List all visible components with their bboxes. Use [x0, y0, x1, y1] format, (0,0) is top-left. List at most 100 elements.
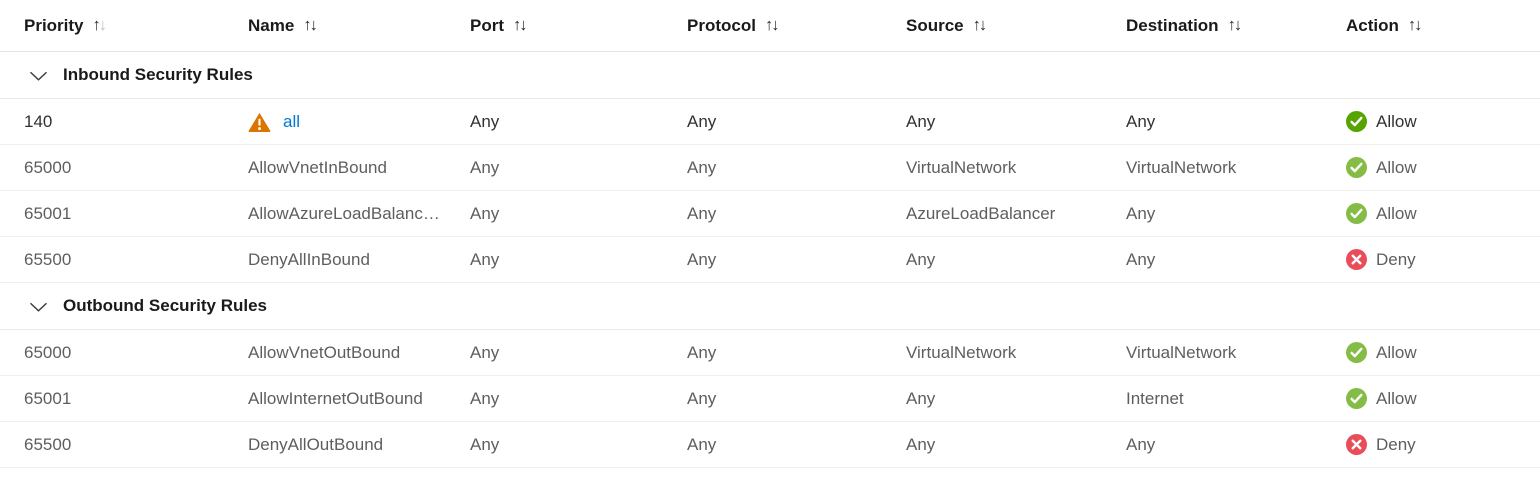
cell-destination: VirtualNetwork — [1126, 342, 1237, 362]
cell-source: Any — [906, 111, 936, 131]
sort-up-icon: ↑ — [303, 16, 312, 34]
cell-port: Any — [470, 249, 500, 269]
cell-priority: 65001 — [24, 388, 72, 408]
column-header-priority[interactable]: Priority ↑↓ — [24, 16, 248, 36]
cell-protocol: Any — [687, 203, 717, 223]
rule-name: AllowAzureLoadBalanc… — [248, 203, 440, 223]
cell-destination: Any — [1126, 249, 1156, 269]
cell-source: Any — [906, 249, 936, 269]
sort-icons: ↑↓ — [93, 16, 108, 35]
allow-icon — [1346, 342, 1367, 363]
cell-protocol: Any — [687, 111, 717, 131]
action-label: Allow — [1376, 388, 1417, 408]
column-header-port[interactable]: Port↑↓ — [470, 16, 687, 36]
cell-port: Any — [470, 388, 500, 408]
action-label: Allow — [1376, 342, 1417, 362]
action-label: Deny — [1376, 434, 1416, 454]
warning-icon — [248, 112, 271, 132]
rule-name: DenyAllInBound — [248, 249, 370, 269]
table-row[interactable]: 65001 AllowInternetOutBound Any Any Any Inter… — [0, 376, 1540, 422]
cell-action: Deny — [1346, 434, 1540, 455]
action-label: Allow — [1376, 203, 1417, 223]
cell-name: AllowVnetOutBound — [248, 343, 470, 363]
cell-protocol: Any — [687, 388, 717, 408]
cell-priority: 65000 — [24, 342, 72, 362]
sort-up-icon: ↑ — [513, 16, 522, 34]
cell-protocol: Any — [687, 157, 717, 177]
cell-source: VirtualNetwork — [906, 342, 1017, 362]
cell-port: Any — [470, 342, 500, 362]
cell-destination: Internet — [1126, 388, 1184, 408]
cell-name: AllowInternetOutBound — [248, 389, 470, 409]
sort-icons: ↑↓ — [513, 16, 528, 35]
cell-port: Any — [470, 111, 500, 131]
sort-down-icon: ↓ — [978, 16, 988, 34]
allow-icon — [1346, 111, 1367, 132]
column-header-action[interactable]: Action↑↓ — [1346, 16, 1540, 36]
sort-icons: ↑↓ — [1408, 16, 1423, 35]
section-header-outbound-security-rules[interactable]: Outbound Security Rules — [0, 283, 1540, 330]
sort-up-icon: ↑ — [1227, 16, 1236, 34]
cell-priority: 65500 — [24, 249, 72, 269]
cell-name: AllowVnetInBound — [248, 158, 470, 178]
section-title: Outbound Security Rules — [63, 296, 268, 315]
security-rules-table: Priority↑↓Name↑↓Port↑↓Protocol↑↓Source↑↓… — [0, 0, 1540, 468]
sort-down-icon: ↓ — [1414, 16, 1423, 34]
rule-name: AllowInternetOutBound — [248, 388, 423, 408]
section-header-inbound-security-rules[interactable]: Inbound Security Rules — [0, 52, 1540, 99]
cell-action: Allow — [1346, 111, 1540, 132]
cell-protocol: Any — [687, 249, 717, 269]
sort-down-icon: ↓ — [1233, 16, 1243, 34]
column-header-name[interactable]: Name ↑↓ — [248, 16, 470, 36]
rule-name: AllowVnetOutBound — [248, 342, 401, 362]
table-row[interactable]: 65500 DenyAllInBound Any Any Any Any Deny — [0, 237, 1540, 283]
cell-port: Any — [470, 434, 500, 454]
cell-source: AzureLoadBalancer — [906, 203, 1056, 223]
rule-name: DenyAllOutBound — [248, 434, 384, 454]
sort-up-icon: ↑ — [764, 16, 774, 34]
allow-icon — [1346, 388, 1367, 409]
column-header-source[interactable]: Source ↑↓ — [906, 16, 1126, 36]
column-header-label: Source — [906, 15, 964, 35]
cell-protocol: Any — [687, 434, 717, 454]
cell-source: Any — [906, 388, 936, 408]
sort-down-icon: ↓ — [309, 16, 318, 34]
sort-up-icon: ↑ — [1407, 16, 1417, 34]
sort-icons: ↑↓ — [303, 16, 318, 35]
rule-name-link[interactable]: all — [283, 111, 301, 131]
column-header-label: Name — [248, 15, 295, 35]
allow-icon — [1346, 157, 1367, 178]
sort-down-icon: ↓ — [519, 16, 528, 34]
cell-action: Allow — [1346, 342, 1540, 363]
cell-action: Deny — [1346, 249, 1540, 270]
action-label: Allow — [1376, 157, 1417, 177]
column-header-label: Protocol — [687, 15, 756, 35]
deny-icon — [1346, 249, 1367, 270]
cell-action: Allow — [1346, 203, 1540, 224]
sort-down-icon: ↓ — [98, 16, 108, 34]
cell-name: DenyAllOutBound — [248, 435, 470, 455]
column-header-label: Destination — [1126, 15, 1219, 35]
cell-name: DenyAllInBound — [248, 250, 470, 270]
cell-port: Any — [470, 203, 500, 223]
cell-port: Any — [470, 157, 500, 177]
sort-up-icon: ↑ — [92, 16, 101, 34]
section-title: Inbound Security Rules — [63, 65, 253, 84]
sort-icons: ↑↓ — [973, 16, 988, 35]
cell-name: all — [248, 112, 470, 132]
table-header-row: Priority↑↓Name↑↓Port↑↓Protocol↑↓Source↑↓… — [0, 0, 1540, 52]
sort-up-icon: ↑ — [972, 16, 981, 34]
column-header-destination[interactable]: Destination ↑↓ — [1126, 16, 1346, 36]
sort-icons: ↑↓ — [765, 16, 780, 35]
allow-icon — [1346, 203, 1367, 224]
action-label: Deny — [1376, 249, 1416, 269]
column-header-label: Priority — [24, 15, 84, 35]
cell-priority: 65500 — [24, 434, 72, 454]
column-header-protocol[interactable]: Protocol ↑↓ — [687, 16, 906, 36]
deny-icon — [1346, 434, 1367, 455]
